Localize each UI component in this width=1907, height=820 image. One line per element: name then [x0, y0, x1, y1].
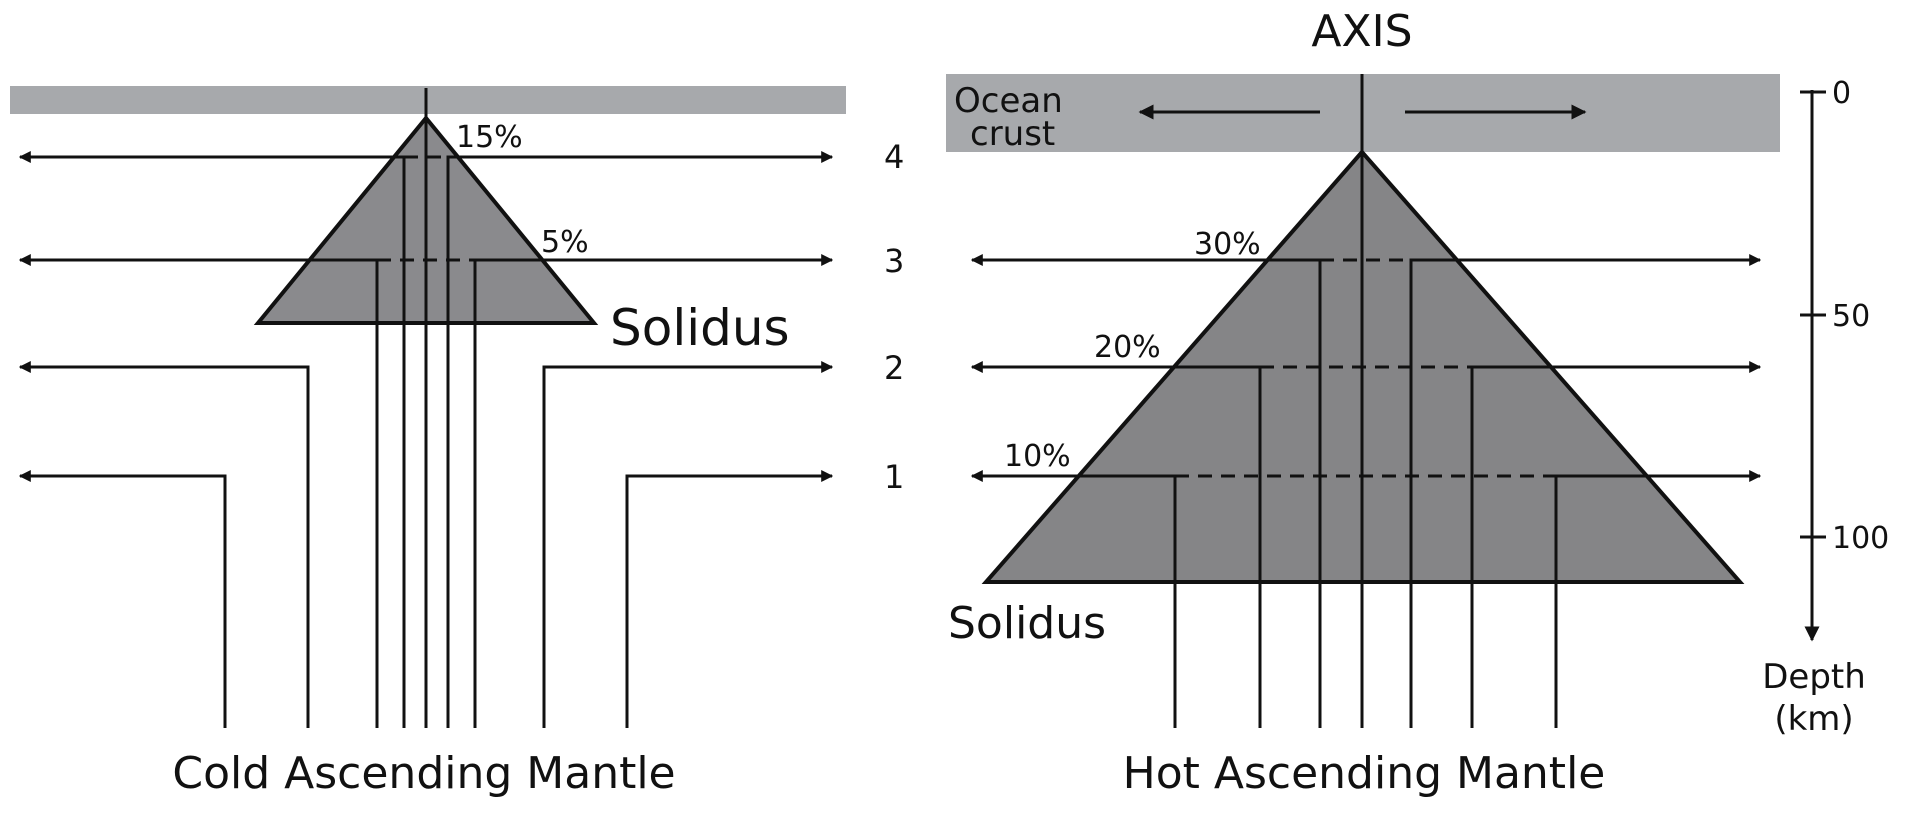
cold-panel: 15% 5% Solidus 4 3 2 1 Cold Ascending Ma…	[10, 86, 904, 799]
depth-tick-label-50: 50	[1832, 299, 1870, 334]
hot-flowline-r3	[1409, 254, 1762, 728]
cold-flowline-l2	[18, 361, 310, 728]
cold-panel-title: Cold Ascending Mantle	[172, 748, 675, 799]
depth-tick-label-0: 0	[1832, 76, 1851, 111]
cold-level-label-4: 4	[884, 138, 904, 176]
cold-flowline-r1	[625, 470, 834, 728]
depth-axis: 0 50 100 Depth (km)	[1762, 76, 1889, 739]
cold-level-label-2: 2	[884, 349, 904, 387]
hot-panel: AXIS Ocean crust 30% 20% 10% Solidus Hot…	[946, 6, 1889, 799]
depth-axis-label-line1: Depth	[1762, 657, 1866, 697]
axis-label: AXIS	[1311, 6, 1412, 57]
cold-flowline-l1	[18, 470, 227, 728]
cold-crust-bar	[10, 86, 846, 114]
depth-tick-label-100: 100	[1832, 521, 1889, 556]
hot-melt-label-30: 30%	[1194, 227, 1261, 262]
cold-flowline-r2	[542, 361, 834, 728]
cold-flowline-l3	[18, 254, 379, 728]
hot-panel-title: Hot Ascending Mantle	[1123, 748, 1606, 799]
ocean-crust-label-line2: crust	[970, 114, 1055, 154]
cold-level-label-1: 1	[884, 458, 904, 496]
hot-melt-label-20: 20%	[1094, 330, 1161, 365]
hot-solidus-label: Solidus	[948, 598, 1106, 649]
hot-melt-label-10: 10%	[1004, 439, 1071, 474]
cold-level-label-3: 3	[884, 242, 904, 280]
depth-axis-label-line2: (km)	[1774, 699, 1853, 739]
cold-flowline-r4	[446, 151, 834, 728]
cold-melt-label-5: 5%	[541, 225, 589, 260]
cold-solidus-label: Solidus	[610, 299, 790, 357]
ocean-crust-label-line1: Ocean	[954, 81, 1063, 121]
cold-melt-label-15: 15%	[456, 120, 523, 155]
